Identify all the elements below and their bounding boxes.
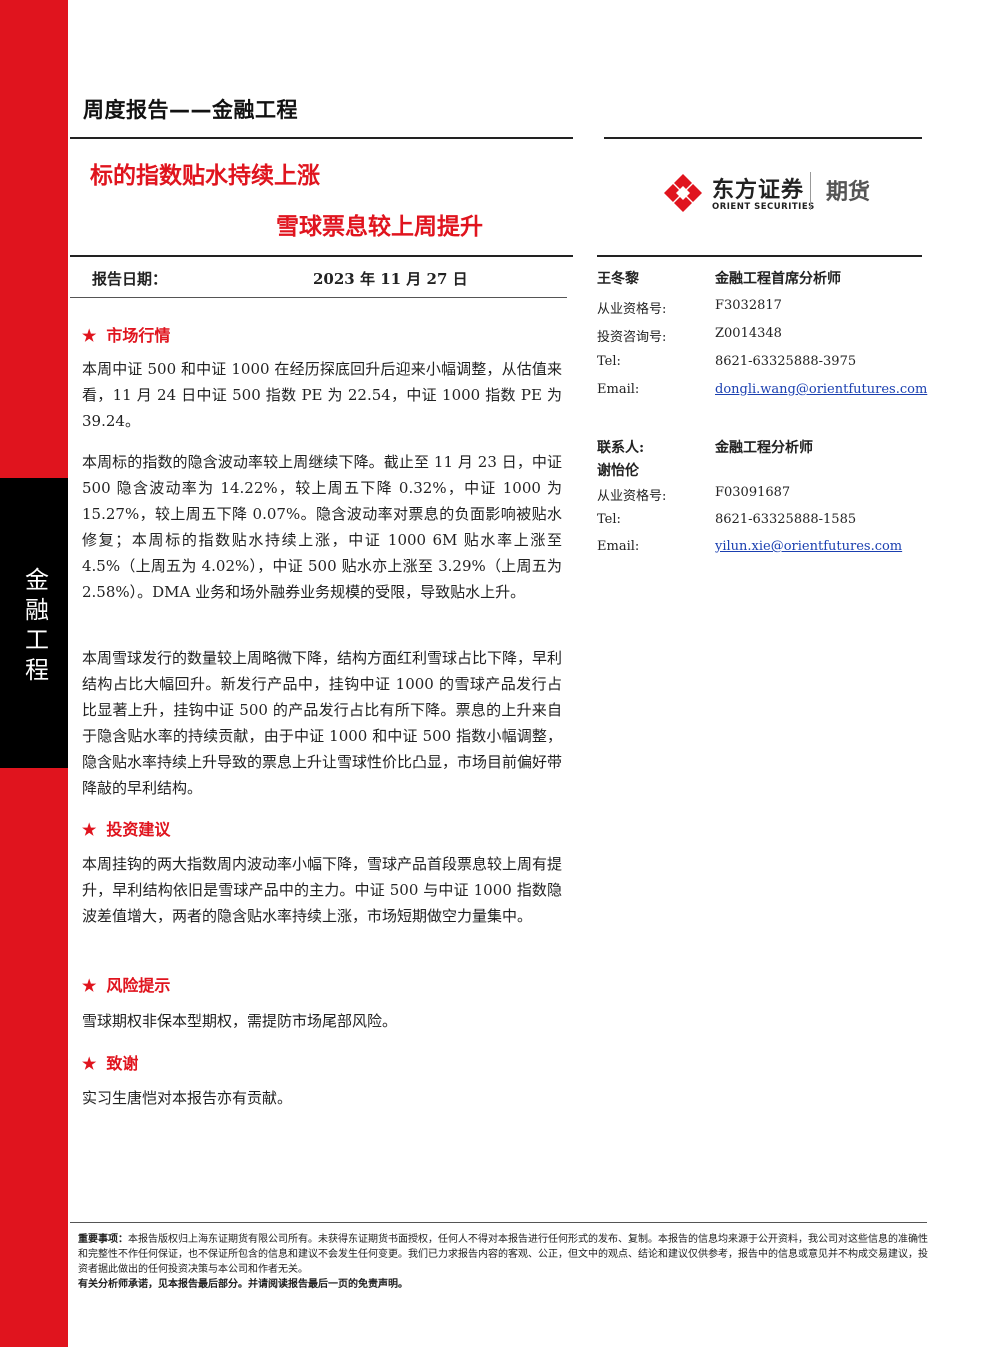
- contact-role: 金融工程分析师: [715, 440, 813, 456]
- analyst-header-row: 王冬黎 金融工程首席分析师: [597, 268, 927, 290]
- contact-name: 谢怡伦: [597, 463, 639, 479]
- paragraph-market-1: 本周中证 500 和中证 1000 在经历探底回升后迎来小幅调整，从估值来看，1…: [82, 360, 562, 430]
- contact-info-row: Tel: 8621-63325888-1585: [597, 512, 857, 527]
- star-icon: ★: [82, 1054, 97, 1073]
- date-rule-bottom: [70, 297, 567, 298]
- logo-name-en: ORIENT SECURITIES: [712, 202, 815, 212]
- star-icon: ★: [82, 326, 97, 345]
- report-date-label: 报告日期：: [92, 270, 168, 288]
- analyst-info-row: Email: dongli.wang@orientfutures.com: [597, 382, 928, 397]
- side-category-label: 金 融 工 程: [25, 566, 49, 684]
- logo-separator: [810, 172, 811, 210]
- paragraph-market-2: 本周标的指数的隐含波动率较上周继续下降。截止至 11 月 23 日，中证 500…: [82, 453, 562, 601]
- analyst-rule-top: [597, 255, 922, 257]
- contact-info-row: 从业资格号: F03091687: [597, 485, 791, 504]
- disclaimer-lead: 重要事项：: [78, 1234, 128, 1245]
- logo-division: 期货: [826, 180, 871, 205]
- section-title-risk: ★风险提示: [82, 976, 171, 995]
- section-title-market: ★市场行情: [82, 326, 171, 345]
- section-title-thanks: ★致谢: [82, 1054, 139, 1073]
- star-icon: ★: [82, 820, 97, 839]
- contact-email-link[interactable]: yilun.xie@orientfutures.com: [715, 539, 903, 554]
- report-title-line1: 标的指数贴水持续上涨: [90, 163, 320, 189]
- paragraph-risk-1: 雪球期权非保本型期权，需提防市场尾部风险。: [82, 1012, 398, 1030]
- paragraph-thanks-1: 实习生唐恺对本报告亦有贡献。: [82, 1089, 293, 1107]
- left-black-band: [0, 478, 68, 768]
- disclaimer-footer: 有关分析师承诺，见本报告最后部分。并请阅读报告最后一页的免责声明。: [78, 1279, 408, 1290]
- contact-info-row: Email: yilun.xie@orientfutures.com: [597, 539, 903, 554]
- logo-name-cn: 东方证券: [712, 178, 805, 203]
- report-series: 周度报告——金融工程: [83, 98, 298, 122]
- company-logo: 东方证券 ORIENT SECURITIES 期货: [662, 170, 922, 218]
- header-rule-right: [604, 137, 922, 139]
- section-title-advice: ★投资建议: [82, 820, 171, 839]
- analyst-role: 金融工程首席分析师: [715, 271, 841, 287]
- contact-label: 联系人:: [597, 440, 645, 456]
- star-icon: ★: [82, 976, 97, 995]
- disclaimer-rule: [70, 1222, 927, 1223]
- report-date-value: 2023 年 11 月 27 日: [313, 270, 468, 288]
- analyst-email-link[interactable]: dongli.wang@orientfutures.com: [715, 382, 928, 397]
- report-title-line2: 雪球票息较上周提升: [276, 214, 483, 240]
- analyst-info-row: Tel: 8621-63325888-3975: [597, 354, 857, 369]
- contact-header-row: 联系人: 金融工程分析师: [597, 437, 927, 459]
- contact-name-row: 谢怡伦: [597, 460, 927, 482]
- disclaimer-text: 本报告版权归上海东证期货有限公司所有。未获得东证期货书面授权，任何人不得对本报告…: [78, 1234, 928, 1275]
- orient-logo-icon: [664, 174, 702, 212]
- paragraph-market-3: 本周雪球发行的数量较上周略微下降，结构方面红利雪球占比下降，早利结构占比大幅回升…: [82, 649, 563, 797]
- analyst-info-row: 投资咨询号: Z0014348: [597, 326, 782, 345]
- date-rule-top: [70, 255, 573, 257]
- header-rule-left: [70, 137, 573, 139]
- paragraph-advice-1: 本周挂钩的两大指数周内波动率小幅下降，雪球产品首段票息较上周有提升，早利结构依旧…: [82, 855, 563, 925]
- analyst-name: 王冬黎: [597, 271, 639, 287]
- analyst-info-row: 从业资格号: F3032817: [597, 298, 782, 317]
- disclaimer-block: 重要事项：本报告版权归上海东证期货有限公司所有。未获得东证期货书面授权，任何人不…: [78, 1232, 928, 1292]
